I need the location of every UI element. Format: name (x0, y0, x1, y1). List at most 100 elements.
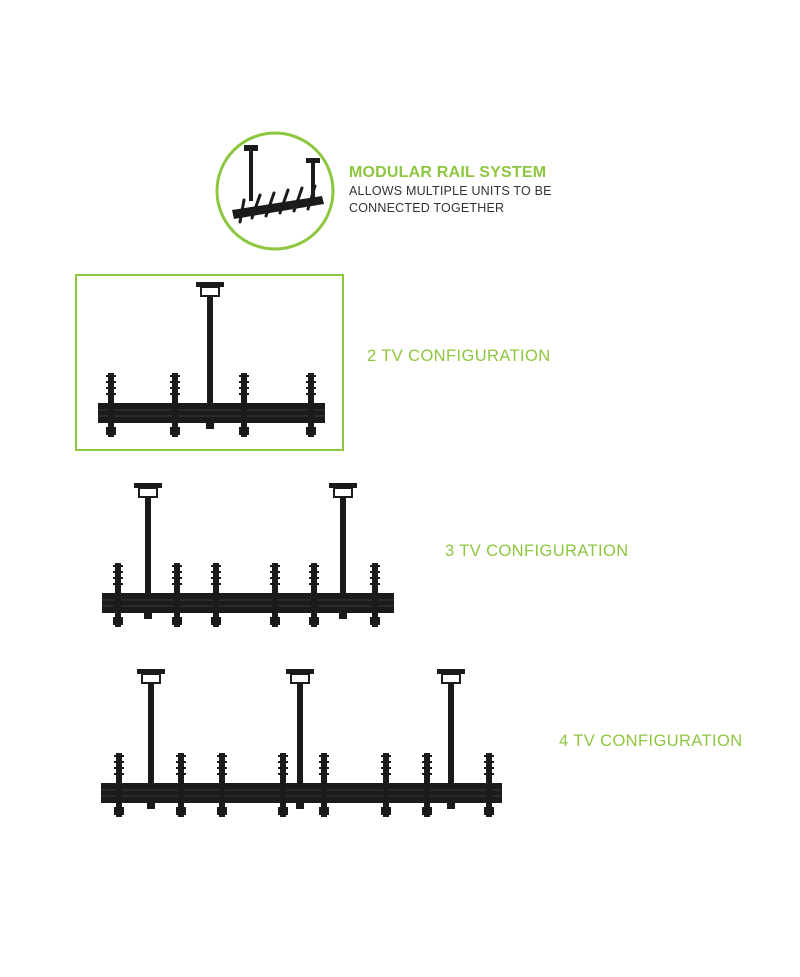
config-4tv-screen-arm (424, 753, 430, 817)
config-3tv-arm-notch (211, 565, 221, 567)
config-3tv-ceiling-pole (145, 497, 151, 593)
config-4tv-arm-notch (484, 761, 494, 763)
config-4tv-arm-notch (217, 755, 227, 757)
config-4tv-arm-notch (217, 761, 227, 763)
config-4tv-ceiling-bracket (141, 673, 161, 684)
config-3tv-arm-clamp (172, 617, 182, 625)
config-4tv-arm-clamp (114, 807, 124, 815)
config-2tv-arm-clamp (306, 427, 316, 435)
config-4tv-arm-notch (176, 755, 186, 757)
config-3tv-arm-clamp (113, 617, 123, 625)
config-4tv-ceiling-plate (437, 669, 465, 674)
config-4tv-ceiling-plate (137, 669, 165, 674)
config-2tv-screen-arm (241, 373, 247, 437)
config-4tv-arm-notch (278, 767, 288, 769)
config-2tv-arm-clamp (239, 427, 249, 435)
config-3tv-arm-notch (113, 577, 123, 579)
config-2tv-screen-arm (172, 373, 178, 437)
config-4tv-arm-notch (114, 767, 124, 769)
config-2tv-arm-notch (306, 381, 316, 383)
config-2tv-highlight-box (75, 274, 344, 451)
config-2tv-ceiling-pole (207, 296, 213, 403)
config-4tv-label: 4 TV CONFIGURATION (559, 732, 743, 750)
config-4tv-ceiling-plate (286, 669, 314, 674)
config-3tv-arm-notch (113, 565, 123, 567)
config-3tv-pole-foot (339, 613, 347, 619)
config-2tv-arm-clamp (106, 427, 116, 435)
config-3tv-screen-arm (213, 563, 219, 627)
config-4tv-pole-foot (447, 803, 455, 809)
config-3tv-arm-notch (309, 571, 319, 573)
config-4tv-ceiling-pole (297, 683, 303, 783)
config-4tv-arm-notch (319, 773, 329, 775)
config-4tv-arm-notch (176, 773, 186, 775)
config-4tv-arm-notch (381, 761, 391, 763)
config-2tv-rail (98, 403, 325, 423)
config-2tv-screen-arm (308, 373, 314, 437)
config-3tv-screen-arm (272, 563, 278, 627)
config-2tv-arm-notch (106, 393, 116, 395)
config-3tv-arm-notch (172, 583, 182, 585)
config-2tv-pole-foot (206, 423, 214, 429)
config-2tv-ceiling-bracket (200, 286, 220, 297)
config-4tv-screen-arm (383, 753, 389, 817)
config-4tv-screen-arm (116, 753, 122, 817)
config-3tv-arm-notch (270, 583, 280, 585)
config-4tv-arm-notch (381, 755, 391, 757)
config-4tv-ceiling-bracket (441, 673, 461, 684)
config-4tv-arm-notch (319, 761, 329, 763)
config-4tv-arm-notch (114, 755, 124, 757)
config-4tv-arm-clamp (381, 807, 391, 815)
config-4tv-arm-notch (484, 767, 494, 769)
config-3tv-arm-clamp (370, 617, 380, 625)
config-4tv-arm-notch (422, 767, 432, 769)
config-2tv-arm-notch (239, 393, 249, 395)
config-3tv-ceiling-bracket (333, 487, 353, 498)
config-3tv-arm-notch (270, 577, 280, 579)
config-3tv-ceiling-pole (340, 497, 346, 593)
config-3tv-arm-notch (270, 565, 280, 567)
config-2tv-arm-notch (106, 375, 116, 377)
config-3tv-pole-foot (144, 613, 152, 619)
config-2tv-label: 2 TV CONFIGURATION (367, 347, 551, 365)
config-4tv-arm-notch (176, 761, 186, 763)
config-3tv-arm-notch (370, 571, 380, 573)
config-2tv-arm-notch (239, 375, 249, 377)
config-4tv-arm-notch (484, 755, 494, 757)
config-4tv-arm-clamp (484, 807, 494, 815)
config-2tv-arm-notch (239, 387, 249, 389)
config-3tv-arm-notch (172, 571, 182, 573)
config-4tv-arm-clamp (319, 807, 329, 815)
config-3tv-arm-notch (113, 583, 123, 585)
config-2tv-ceiling-plate (196, 282, 224, 287)
config-2tv-arm-notch (239, 381, 249, 383)
config-4tv-arm-notch (422, 755, 432, 757)
config-4tv-screen-arm (219, 753, 225, 817)
modular-rail-illustration (232, 145, 324, 224)
config-3tv-arm-notch (370, 577, 380, 579)
config-2tv-arm-notch (170, 381, 180, 383)
config-4tv-ceiling-pole (448, 683, 454, 783)
config-4tv-rail (101, 783, 502, 803)
config-3tv-arm-clamp (211, 617, 221, 625)
config-3tv-arm-notch (309, 583, 319, 585)
config-3tv-arm-notch (172, 577, 182, 579)
config-4tv-arm-notch (278, 755, 288, 757)
config-3tv-ceiling-bracket (138, 487, 158, 498)
config-4tv-arm-notch (278, 761, 288, 763)
config-4tv-pole-foot (296, 803, 304, 809)
config-3tv-arm-clamp (309, 617, 319, 625)
config-3tv-arm-notch (309, 577, 319, 579)
config-2tv-arm-notch (306, 375, 316, 377)
config-2tv-arm-clamp (170, 427, 180, 435)
config-4tv-screen-arm (280, 753, 286, 817)
config-4tv-arm-notch (381, 767, 391, 769)
config-4tv-pole-foot (147, 803, 155, 809)
config-4tv-screen-arm (178, 753, 184, 817)
config-4tv-arm-notch (114, 761, 124, 763)
config-2tv-arm-notch (106, 381, 116, 383)
config-3tv-label: 3 TV CONFIGURATION (445, 542, 629, 560)
config-4tv-arm-notch (217, 767, 227, 769)
config-4tv-arm-clamp (278, 807, 288, 815)
config-3tv-screen-arm (174, 563, 180, 627)
